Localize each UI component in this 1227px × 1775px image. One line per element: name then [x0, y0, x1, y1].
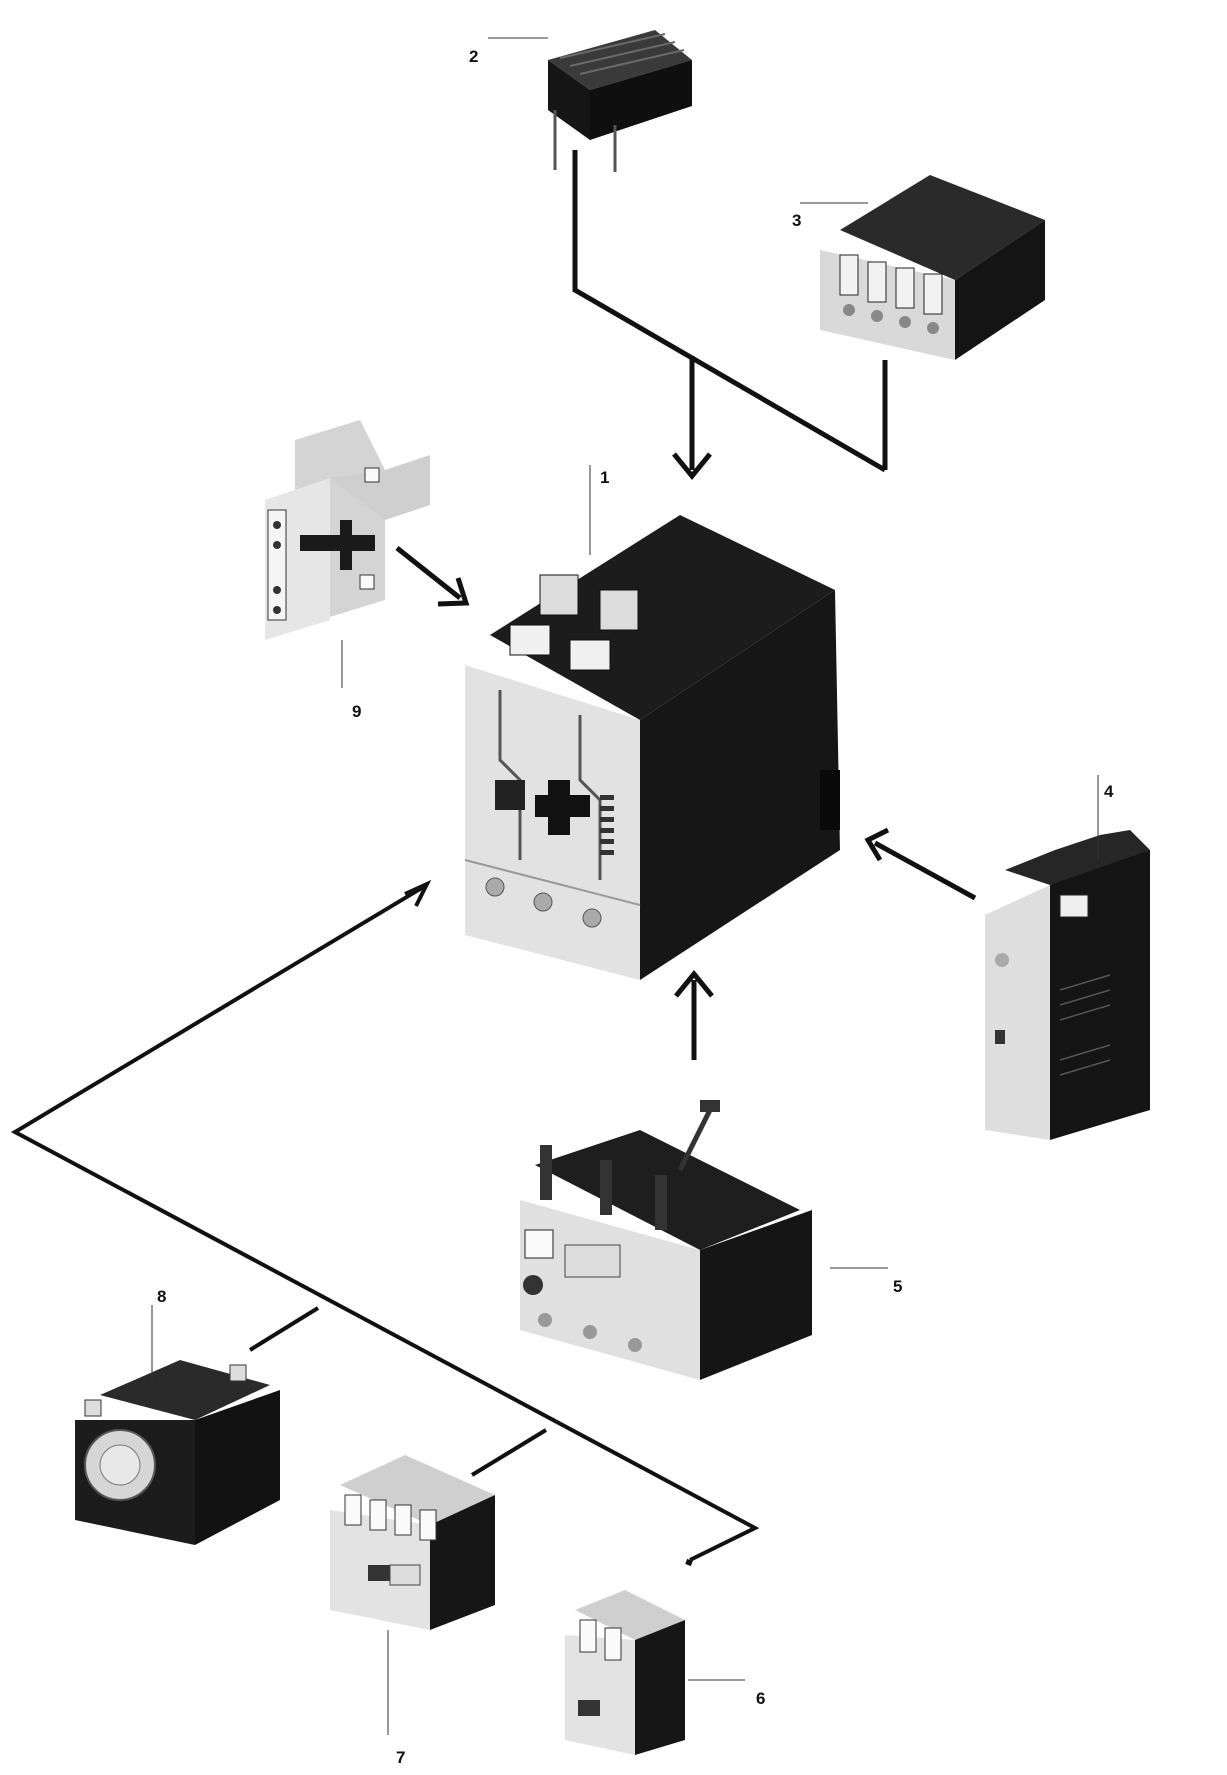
- arrow-from-4-head: [864, 827, 890, 862]
- callout-7: 7: [396, 1748, 405, 1767]
- wire-top: [572, 150, 887, 473]
- wire-branch-8: [248, 1306, 320, 1352]
- wire-bottom-cluster: [10, 884, 760, 1562]
- arrow-down-head: [672, 452, 712, 480]
- item-4-front-auxiliary: [985, 830, 1150, 1140]
- callout-4: 4: [1104, 782, 1114, 801]
- item-5-overload-relay: [520, 1100, 812, 1380]
- item-6-auxiliary-2pole: [565, 1590, 685, 1755]
- arrow-from-9-head: [437, 577, 470, 607]
- callout-9: 9: [352, 702, 361, 721]
- arrow-from-4: [873, 840, 977, 901]
- arrow-from-9: [395, 546, 462, 600]
- callout-numbers: 1 2 3 4 5 6 7 8 9: [157, 47, 1114, 1767]
- wire-end-6: [685, 1558, 693, 1567]
- callout-8: 8: [157, 1287, 166, 1306]
- item-1-contactor: [464, 515, 840, 980]
- item-9-side-auxiliary: [265, 420, 430, 640]
- item-8-pneumatic-timer: [75, 1360, 280, 1545]
- callout-2: 2: [469, 47, 478, 66]
- callout-3: 3: [792, 211, 801, 230]
- item-7-auxiliary-4pole: [330, 1455, 495, 1630]
- arrow-from-5-head: [674, 970, 714, 998]
- arrow-bottom-head: [404, 879, 432, 907]
- callout-1: 1: [600, 468, 609, 487]
- connector-lines: [10, 150, 977, 1567]
- item-2-suppressor: [548, 30, 692, 172]
- callout-6: 6: [756, 1689, 765, 1708]
- callout-leaders: [151, 37, 1099, 1735]
- callout-5: 5: [893, 1277, 902, 1296]
- item-3-terminal-block: [820, 175, 1045, 360]
- wire-branch-7: [470, 1428, 548, 1477]
